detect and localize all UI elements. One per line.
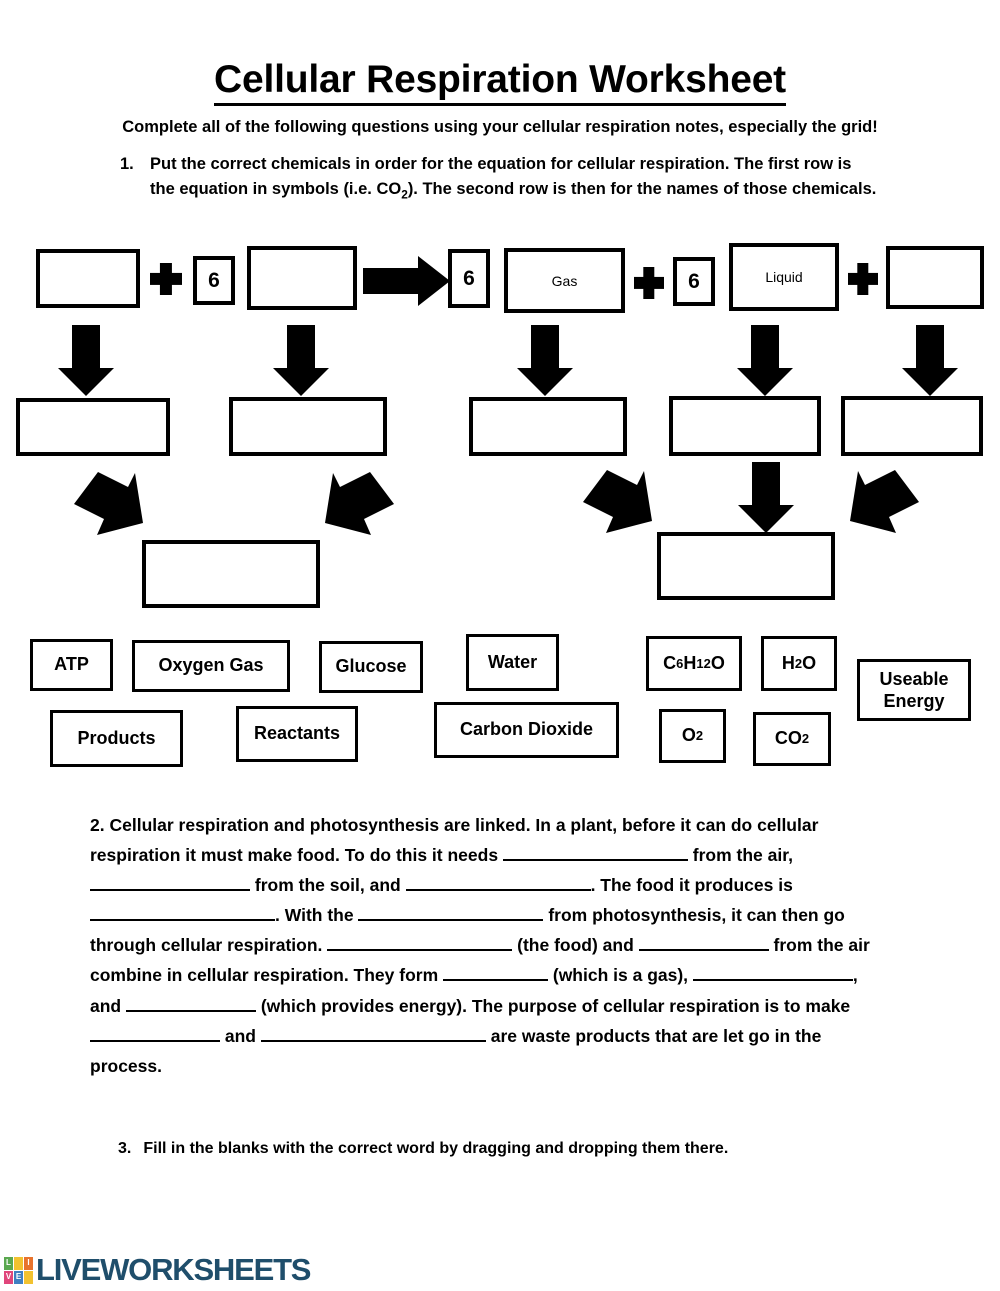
question-2-segment-9: , and [90, 965, 858, 1016]
logo-tile-e: E [14, 1270, 23, 1284]
plus-icon-1 [150, 263, 182, 295]
question-2-blank-3[interactable] [405, 889, 591, 892]
product-gas-box[interactable]: Gas [504, 248, 625, 313]
question-2-segment-7: from the air combine in cellular respira… [90, 935, 870, 986]
question-2-segment-5: from photosynthesis, it can then go thro… [90, 905, 845, 956]
question-2-blank-2[interactable] [90, 889, 250, 892]
down-arrow-icon-2 [273, 325, 329, 396]
question-2-segment-4: . With the [275, 905, 359, 926]
question-2-segment-12: are waste products that are let go in th… [90, 1025, 822, 1076]
diagonal-arrow-icon-left-2 [325, 472, 394, 535]
reaction-arrow-icon [363, 256, 450, 306]
reactant-1-name-box[interactable] [16, 398, 170, 456]
question-2-blank-12[interactable] [260, 1039, 486, 1042]
logo-tile-1 [14, 1256, 23, 1270]
word-bank-item-glucose[interactable]: Glucose [319, 641, 423, 693]
question-2-segment-2: from the soil, and [250, 875, 406, 896]
down-arrow-icon-1 [58, 325, 114, 396]
product-1-name-box[interactable] [469, 397, 627, 456]
reactants-summary-box[interactable] [142, 540, 320, 608]
product-liquid-box[interactable]: Liquid [729, 243, 839, 311]
question-2-blank-8[interactable] [443, 979, 548, 982]
question-2-blank-4[interactable] [90, 919, 275, 922]
coefficient-6-oxygen[interactable]: 6 [193, 256, 235, 305]
word-bank-item-products[interactable]: Products [50, 710, 183, 767]
plus-icon-2 [634, 267, 664, 299]
down-arrow-icon-4 [737, 325, 793, 396]
question-2-segment-3: . The food it produces is [590, 875, 793, 896]
word-bank-item-oxygen-gas[interactable]: Oxygen Gas [132, 640, 290, 692]
question-2-segment-0: Cellular respiration and photosynthesis … [90, 815, 819, 866]
question-2-blank-5[interactable] [358, 919, 544, 922]
coefficient-6-carbon-dioxide[interactable]: 6 [448, 249, 490, 308]
question-1-text-part2: ). The second row is then for the names … [407, 180, 877, 199]
question-3-number: 3. [118, 1140, 132, 1157]
products-summary-box[interactable] [657, 532, 835, 600]
reactant-2-symbol-box[interactable] [247, 246, 357, 310]
question-2-blank-11[interactable] [90, 1039, 220, 1042]
logo-wordmark: LIVEWORKSHEETS [36, 1252, 311, 1287]
logo-tile-i: I [24, 1256, 33, 1270]
word-bank-item-reactants[interactable]: Reactants [236, 706, 358, 762]
diagonal-arrow-icon-right-1 [583, 470, 652, 533]
question-2-blank-7[interactable] [638, 949, 769, 952]
question-1-subscript: 2 [401, 187, 408, 202]
question-2-blank-9[interactable] [692, 979, 853, 982]
question-2-blank-10[interactable] [125, 1009, 256, 1012]
question-3: 3. Fill in the blanks with the correct wo… [118, 1140, 898, 1158]
diagonal-arrow-icon-right-2 [850, 470, 919, 533]
down-arrow-icon-3 [517, 325, 573, 396]
word-bank-item-useable-energy[interactable]: Useable Energy [857, 659, 971, 721]
question-2-segment-1: from the air, [687, 845, 793, 866]
plus-icon-3 [848, 263, 878, 295]
reactant-2-name-box[interactable] [229, 397, 387, 456]
logo-tile-v: V [4, 1270, 13, 1284]
question-2-segment-8: (which is a gas), [548, 965, 693, 986]
question-1: 1. Put the correct chemicals in order fo… [120, 152, 880, 203]
coefficient-6-water[interactable]: 6 [673, 257, 715, 306]
product-energy-box[interactable] [886, 246, 984, 309]
logo-tile-l: L [4, 1256, 13, 1270]
question-2: 2. Cellular respiration and photosynthes… [90, 810, 880, 1081]
reactant-1-symbol-box[interactable] [36, 249, 140, 308]
question-1-text-part1: Put the correct chemicals in order for t… [150, 155, 852, 199]
question-1-text: Put the correct chemicals in order for t… [150, 152, 880, 203]
down-arrow-icon-right-middle [738, 462, 794, 533]
word-bank-item-carbon-dioxide[interactable]: Carbon Dioxide [434, 702, 619, 758]
word-bank-item-atp[interactable]: ATP [30, 639, 113, 691]
page-title-text: Cellular Respiration Worksheet [214, 58, 786, 106]
product-2-name-box[interactable] [669, 396, 821, 456]
question-1-number: 1. [120, 155, 134, 173]
word-bank-item-water[interactable]: Water [466, 634, 559, 691]
question-2-blank-6[interactable] [327, 949, 513, 952]
question-2-segment-10: (which provides energy). The purpose of … [255, 995, 851, 1016]
question-2-number: 2. [90, 815, 105, 835]
question-2-segment-11: and [220, 1025, 261, 1046]
question-2-segment-6: (the food) and [512, 935, 639, 956]
diagonal-arrow-icon-left-1 [74, 472, 143, 535]
page-title: Cellular Respiration Worksheet [0, 58, 1000, 106]
page-subtitle: Complete all of the following questions … [122, 118, 878, 136]
question-3-text: Fill in the blanks with the correct word… [143, 1140, 729, 1157]
logo-tile-5 [24, 1270, 33, 1284]
down-arrow-icon-5 [902, 325, 958, 396]
product-3-name-box[interactable] [841, 396, 983, 456]
question-2-blank-1[interactable] [502, 859, 688, 862]
